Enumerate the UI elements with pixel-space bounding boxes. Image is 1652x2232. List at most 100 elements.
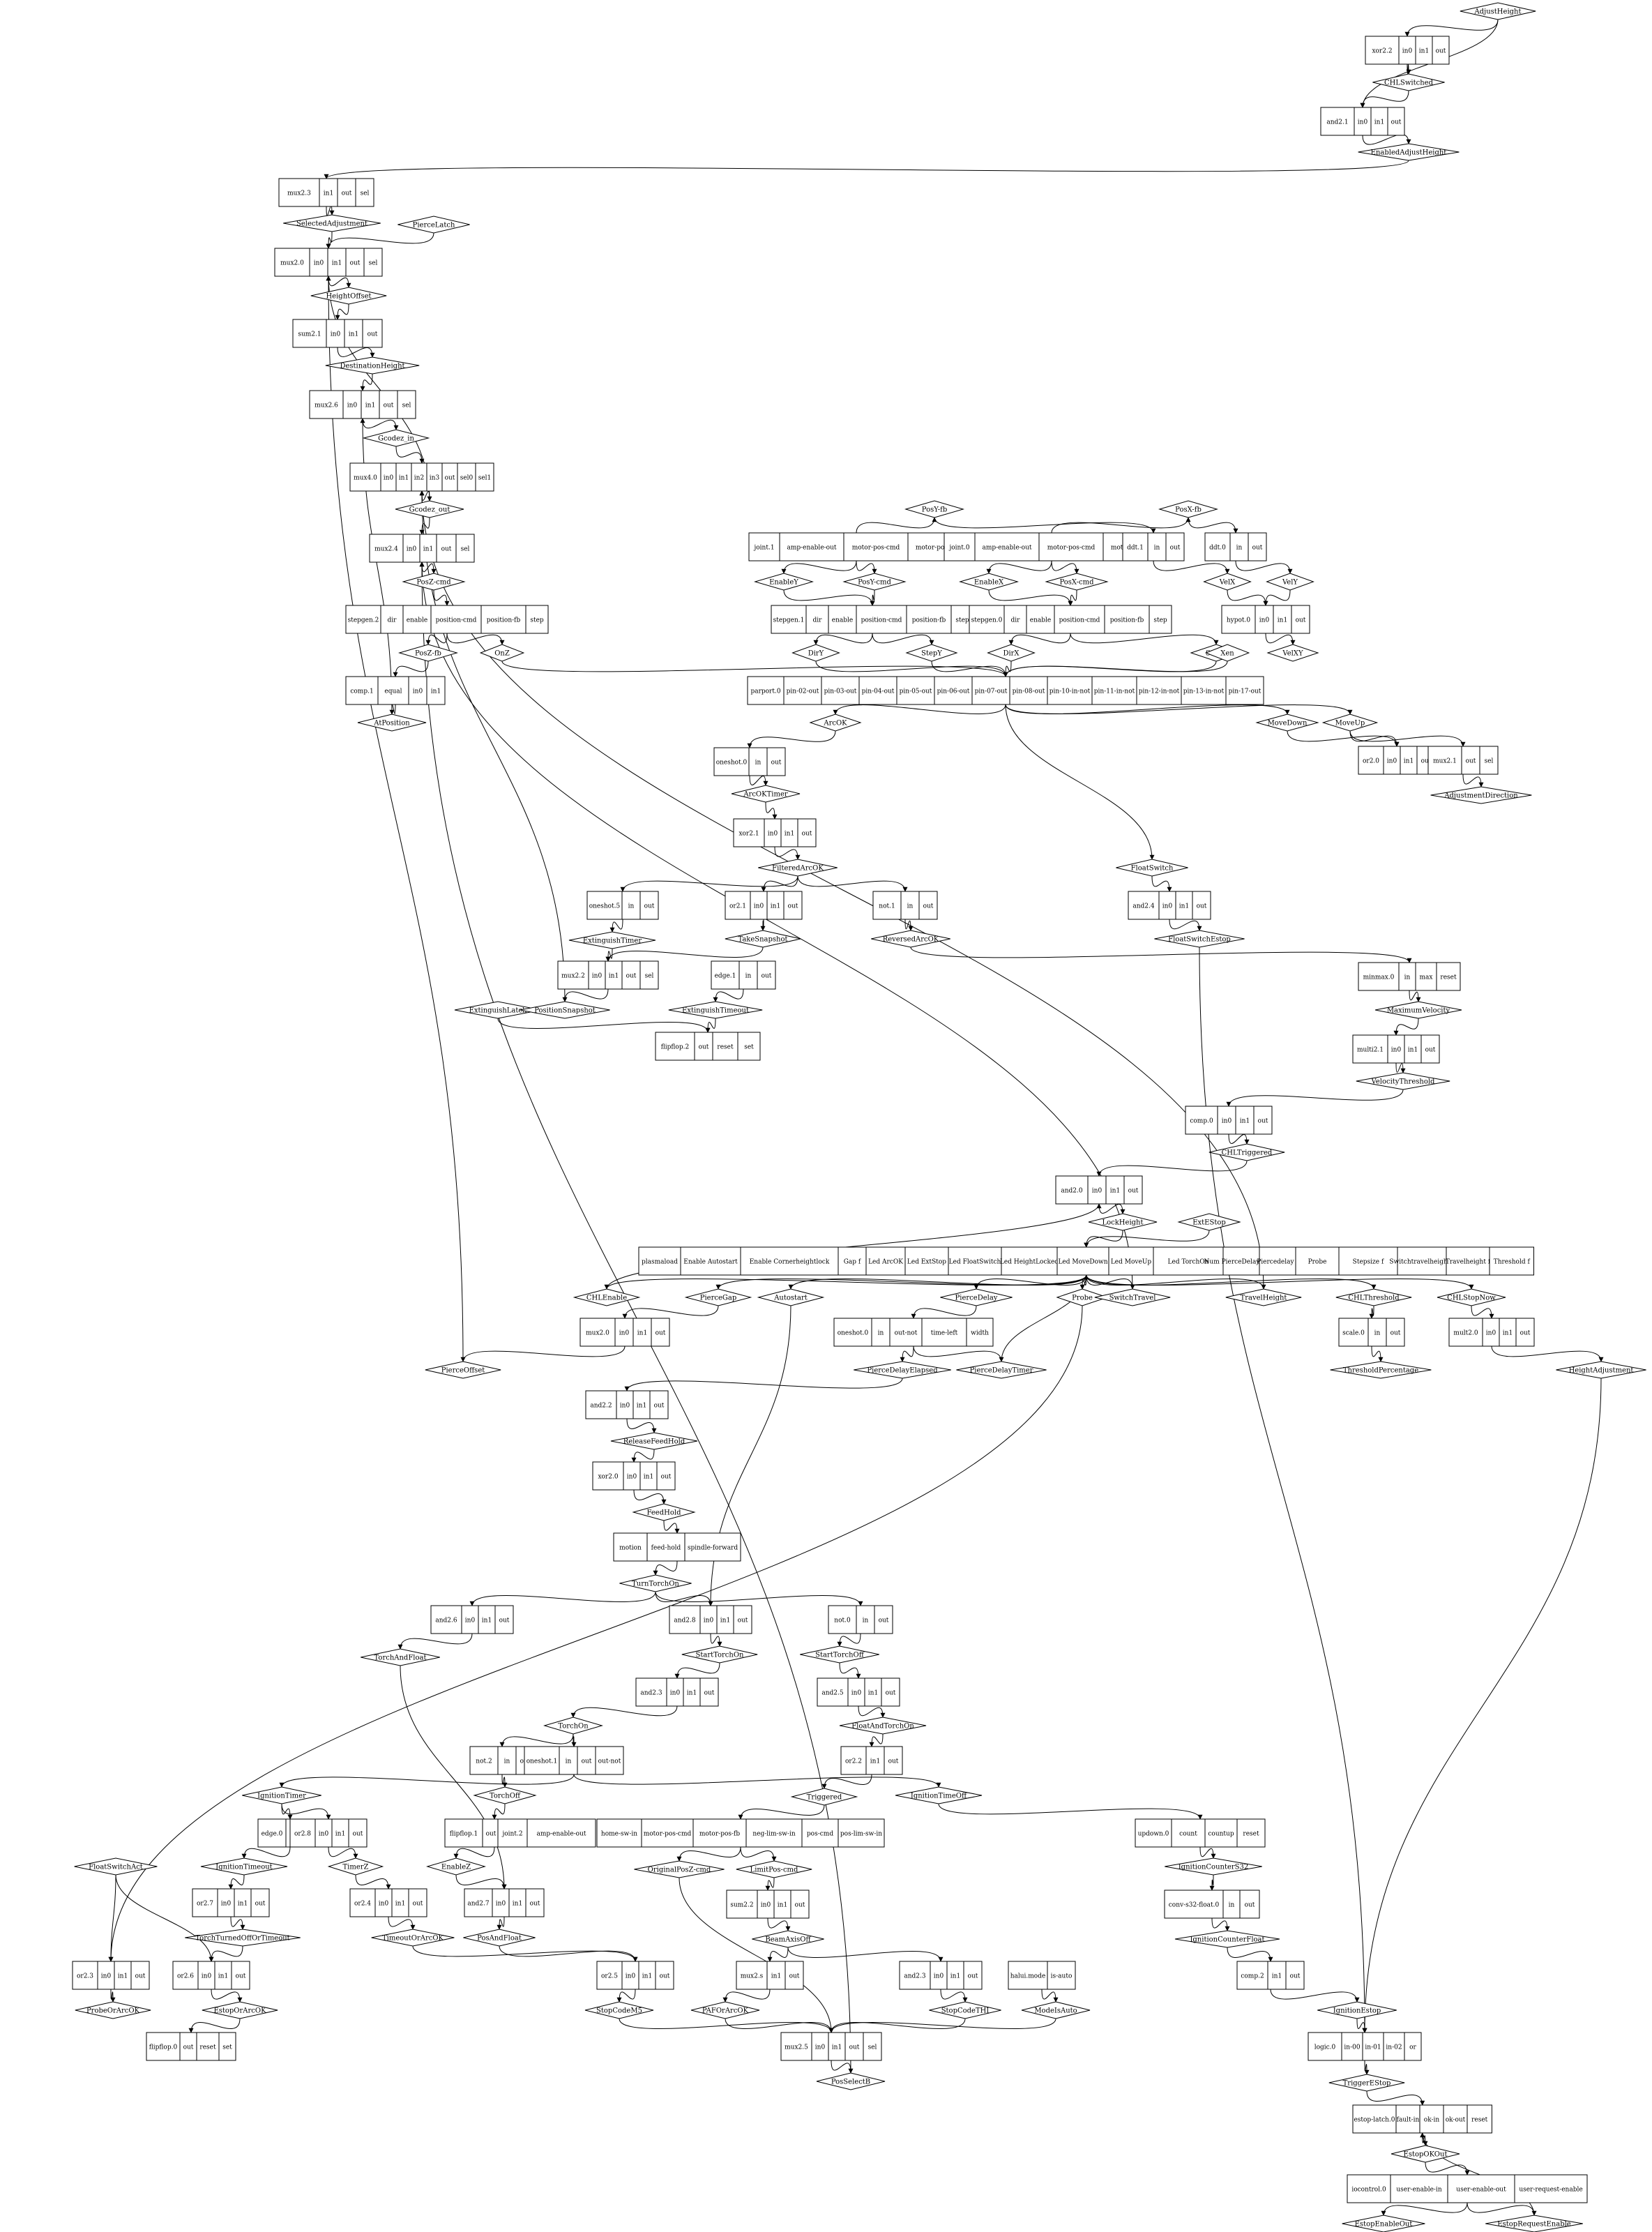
block-cell bbox=[1420, 1034, 1440, 1064]
connection-estoporarcok-to-flipflop_0 bbox=[188, 2018, 241, 2033]
block-pin: countup bbox=[1208, 1831, 1234, 1838]
block-pin: out bbox=[699, 1044, 709, 1051]
block-cell bbox=[1128, 891, 1160, 920]
block-pin: in0 bbox=[761, 1902, 771, 1909]
block-pin: out bbox=[499, 1618, 510, 1624]
block-pin: Enable Cornerheightlock bbox=[750, 1259, 830, 1266]
connection-ignitiontimer-to-edge_0 bbox=[281, 1803, 293, 1820]
block-cell bbox=[683, 1677, 701, 1707]
connection-stepy-to-parport_0 bbox=[931, 661, 1008, 677]
block-pin: sel bbox=[361, 190, 370, 197]
block-pin: ok-in bbox=[1424, 2117, 1440, 2124]
block-title: joint.2 bbox=[501, 1831, 522, 1838]
connection-sum2_1-to-destinationheight bbox=[337, 347, 375, 358]
connection-maximumvelocity-to-multi2_1 bbox=[1393, 1018, 1419, 1036]
block-pin: step bbox=[955, 617, 969, 624]
block-pin: out bbox=[795, 1902, 805, 1909]
signal-label: IgnitionEstop bbox=[1333, 2007, 1381, 2015]
block-title: mux2.1 bbox=[1433, 758, 1457, 765]
block-cell bbox=[780, 2032, 812, 2061]
block-cell bbox=[1105, 1175, 1125, 1205]
signal-label: SelectedAdjustment bbox=[296, 220, 367, 228]
connection-posz_fb-to-comp_1 bbox=[393, 661, 429, 677]
signal-label: ThresholdPercentage bbox=[1343, 1367, 1418, 1375]
block-cell bbox=[419, 534, 437, 563]
block-cell bbox=[469, 1746, 499, 1775]
signal-diamond bbox=[754, 573, 814, 591]
signal-piercedelaytimer: PierceDelayTimer bbox=[956, 1361, 1047, 1379]
block-pin: in bbox=[755, 760, 761, 767]
block-cell bbox=[766, 747, 786, 776]
block-pin: Enable Autostart bbox=[683, 1259, 738, 1266]
block-pin: in-02 bbox=[1386, 2044, 1402, 2051]
block-title: and2.6 bbox=[435, 1618, 457, 1624]
signal-moveup: MoveUp bbox=[1321, 714, 1379, 732]
block-pin: position-cmd bbox=[1059, 617, 1100, 624]
block-cell bbox=[684, 1532, 741, 1562]
block-cell bbox=[865, 1246, 906, 1276]
block-cell bbox=[380, 605, 404, 634]
signal-chlstopnow: CHLStopNow bbox=[1437, 1288, 1506, 1306]
block-cell bbox=[596, 1818, 642, 1848]
signal-label: EnabledAdjustHeight bbox=[1371, 149, 1447, 157]
block-cell bbox=[1354, 107, 1372, 136]
block-pin: out bbox=[879, 1618, 889, 1624]
signal-label: PierceLatch bbox=[413, 222, 455, 229]
connection-floatandtorchon-to-or2_2 bbox=[869, 1733, 884, 1747]
block-pin: position-fb bbox=[1110, 617, 1144, 624]
signal-diamond bbox=[242, 1786, 321, 1804]
connection-beamaxisoff-to-mux2_s bbox=[767, 1947, 789, 1962]
block-pin: out bbox=[135, 1973, 146, 1980]
signal-enabledadjustheight: EnabledAdjustHeight bbox=[1358, 143, 1460, 161]
connection-and2_6-to-torchandfloat bbox=[397, 1633, 473, 1650]
block-pin: max bbox=[1420, 974, 1433, 981]
signal-diamond bbox=[185, 1929, 301, 1947]
block-title: flipflop.1 bbox=[450, 1831, 478, 1838]
block-cell bbox=[1171, 1818, 1206, 1848]
signal-diamond bbox=[543, 1717, 603, 1735]
block-cell bbox=[655, 1032, 695, 1061]
block-cell bbox=[331, 1818, 349, 1848]
signal-ignitiontimer: IgnitionTimer bbox=[242, 1786, 321, 1804]
connection-stepgen_2-to-posz_fb bbox=[425, 633, 448, 645]
block-pin: sel bbox=[1485, 758, 1494, 765]
signal-diamond bbox=[520, 1001, 610, 1019]
block-pin: Led MoveDown bbox=[1058, 1259, 1107, 1266]
block-cell bbox=[1338, 1246, 1398, 1276]
signal-label: StartTorchOff bbox=[815, 1652, 865, 1659]
block-cell bbox=[369, 534, 404, 563]
signal-diamond bbox=[1430, 786, 1532, 804]
signal-posy_fb: PosY-fb bbox=[904, 500, 964, 518]
connection-probe-to-or2_3 bbox=[108, 1305, 1083, 1962]
block-pin: in1 bbox=[642, 1973, 652, 1980]
connection-chlenable-to-and2_0 bbox=[606, 1203, 1102, 1290]
block-pin: in0 bbox=[221, 1901, 232, 1908]
signal-selectedadjustment: SelectedAdjustment bbox=[283, 214, 381, 232]
connection-mux2_0-to-heightoffset bbox=[328, 276, 351, 288]
connection-enabledadjustheight-to-mux2_3 bbox=[324, 160, 1409, 179]
signal-label: PosZ-cmd bbox=[416, 579, 451, 587]
block-title: home-sw-in bbox=[601, 1831, 637, 1838]
block-title: scale.0 bbox=[1342, 1330, 1365, 1337]
signal-destinationheight: DestinationHeight bbox=[325, 356, 420, 375]
block-cell bbox=[379, 390, 398, 419]
signal-diamond bbox=[200, 1857, 288, 1876]
block-cell bbox=[613, 1532, 648, 1562]
signal-label: PosAndFloat bbox=[477, 1935, 522, 1943]
block-pin: out bbox=[1466, 758, 1476, 765]
block-pin: fault-in bbox=[1397, 2117, 1420, 2124]
block-cell bbox=[1003, 605, 1027, 634]
block-pin: out bbox=[923, 903, 934, 910]
block-pin: dir bbox=[813, 617, 823, 624]
block-pin: amp-enable-out bbox=[536, 1831, 586, 1838]
block-pin: user-enable-in bbox=[1396, 2187, 1441, 2194]
block-title: mux2.0 bbox=[586, 1330, 609, 1337]
signal-label: PositionSnapshot bbox=[534, 1007, 596, 1015]
signal-diamond bbox=[871, 930, 950, 948]
